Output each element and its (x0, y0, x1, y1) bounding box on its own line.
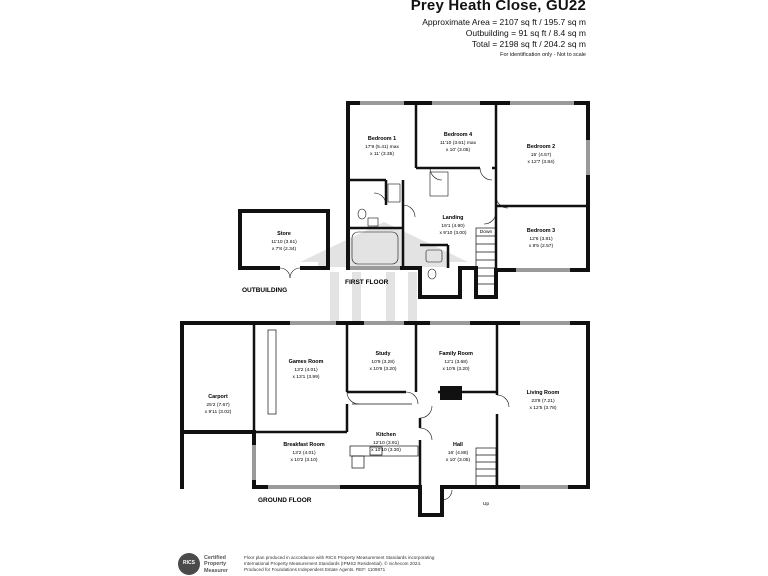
breakfast-room-dim1: 13'2 (4.01) (292, 450, 316, 456)
first-floor-doors (373, 167, 509, 225)
ground-floor-internal-walls (252, 323, 499, 487)
hall-dim1: 16' (4.88) (448, 450, 469, 456)
games-room-name: Games Room (289, 359, 324, 365)
chimney (440, 386, 462, 400)
kitchen-units (267, 329, 419, 469)
badge-line-2: Property (204, 561, 227, 568)
kitchen-name: Kitchen (376, 432, 396, 438)
bedroom1-dim2: x 11' (3.35) (370, 151, 394, 157)
landing-dim2: x 9'10 (3.00) (439, 230, 466, 236)
outbuilding-plan (238, 209, 330, 270)
ground-floor-plan (180, 321, 590, 517)
ground-floor-stairs (475, 447, 497, 487)
breakfast-room-dim2: x 10'2 (3.10) (290, 457, 317, 463)
bedroom1-name: Bedroom 1 (368, 136, 396, 142)
family-room-dim2: x 10'6 (3.20) (442, 366, 469, 372)
badge-line-1: Certified (204, 555, 226, 561)
living-room-dim1: 23'8 (7.21) (531, 398, 555, 404)
outbuilding-area: Outbuilding = 91 sq ft / 8.4 sq m (465, 28, 586, 38)
ground-floor-windows (252, 321, 570, 489)
footer-line-2: International Property Measurement Stand… (244, 561, 422, 566)
bedroom3-dim2: x 8'5 (2.57) (529, 243, 554, 249)
bedroom4-dim1: 11'10 (3.61) max (440, 140, 477, 146)
badge-line-3: Measurer (204, 567, 228, 574)
bedroom4-dim2: x 10' (3.05) (446, 147, 471, 153)
living-room-dim2: x 12'5 (3.78) (529, 405, 556, 411)
total-area: Total = 2198 sq ft / 204.2 sq m (471, 39, 586, 49)
carport-dim2: x 9'11 (3.02) (205, 409, 232, 415)
rics-logo-text: RICS (183, 560, 195, 566)
study-name: Study (376, 351, 391, 357)
family-room-name: Family Room (439, 351, 473, 357)
rics-logo-icon: RICS (178, 553, 200, 575)
certified-measurer-badge: Certified Property Measurer (204, 555, 228, 574)
footer-notice: Floor plan produced in accordance with R… (244, 555, 434, 573)
first-floor-internal-walls (348, 103, 588, 268)
first-floor-label: FIRST FLOOR (345, 279, 389, 286)
kitchen-dim2: x 10'10 (3.30) (371, 447, 401, 453)
page-title: Prey Heath Close, GU22 (410, 0, 586, 14)
store-dim1: 11'10 (3.61) (271, 239, 297, 245)
study-dim2: x 10'6 (3.20) (369, 366, 396, 372)
first-floor-windows (350, 101, 590, 272)
breakfast-room-name: Breakfast Room (283, 442, 325, 448)
footer-line-3: Produced for Foundations Independent Est… (244, 567, 386, 572)
hall-dim2: x 10' (3.05) (446, 457, 471, 463)
games-room-dim1: 13'2 (4.01) (294, 367, 318, 373)
landing-dim1: 16'1 (4.90) (441, 223, 465, 229)
approximate-area: Approximate Area = 2107 sq ft / 195.7 sq… (422, 17, 586, 27)
bedroom2-dim1: 15' (4.57) (531, 152, 552, 158)
bedroom1-dim1: 17'9 (5.41) max (365, 144, 399, 150)
identification-note: For identification only - Not to scale (500, 52, 586, 58)
bathroom-fixtures (351, 171, 449, 280)
ground-floor-doors (346, 391, 510, 501)
kitchen-dim1: 12'10 (3.91) (373, 440, 399, 446)
store-name: Store (277, 231, 291, 237)
ground-floor-label: GROUND FLOOR (258, 497, 312, 504)
bedroom3-dim1: 12'6 (3.81) (529, 236, 553, 242)
store-dim2: x 7'8 (2.34) (272, 246, 297, 252)
carport-dim1: 25'2 (7.67) (206, 402, 230, 408)
hall-name: Hall (453, 442, 463, 448)
carport-name: Carport (208, 394, 228, 400)
study-dim1: 10'9 (3.28) (371, 359, 395, 365)
stairs-down-label: Down (480, 229, 493, 235)
bedroom2-name: Bedroom 2 (527, 144, 555, 150)
first-floor-stairs (475, 227, 497, 297)
bedroom3-name: Bedroom 3 (527, 228, 555, 234)
watermark-logo (300, 222, 468, 324)
bedroom4-name: Bedroom 4 (444, 132, 472, 138)
family-room-dim1: 12'1 (3.68) (444, 359, 468, 365)
bedroom2-dim2: x 12'7 (3.84) (527, 159, 554, 165)
living-room-name: Living Room (527, 390, 560, 396)
games-room-dim2: x 13'1 (3.99) (292, 374, 319, 380)
landing-name: Landing (443, 215, 464, 221)
footer-line-1: Floor plan produced in accordance with R… (244, 555, 435, 560)
outbuilding-door (279, 267, 301, 279)
stairs-up-label: Up (483, 501, 490, 507)
outbuilding-label: OUTBUILDING (242, 287, 287, 294)
